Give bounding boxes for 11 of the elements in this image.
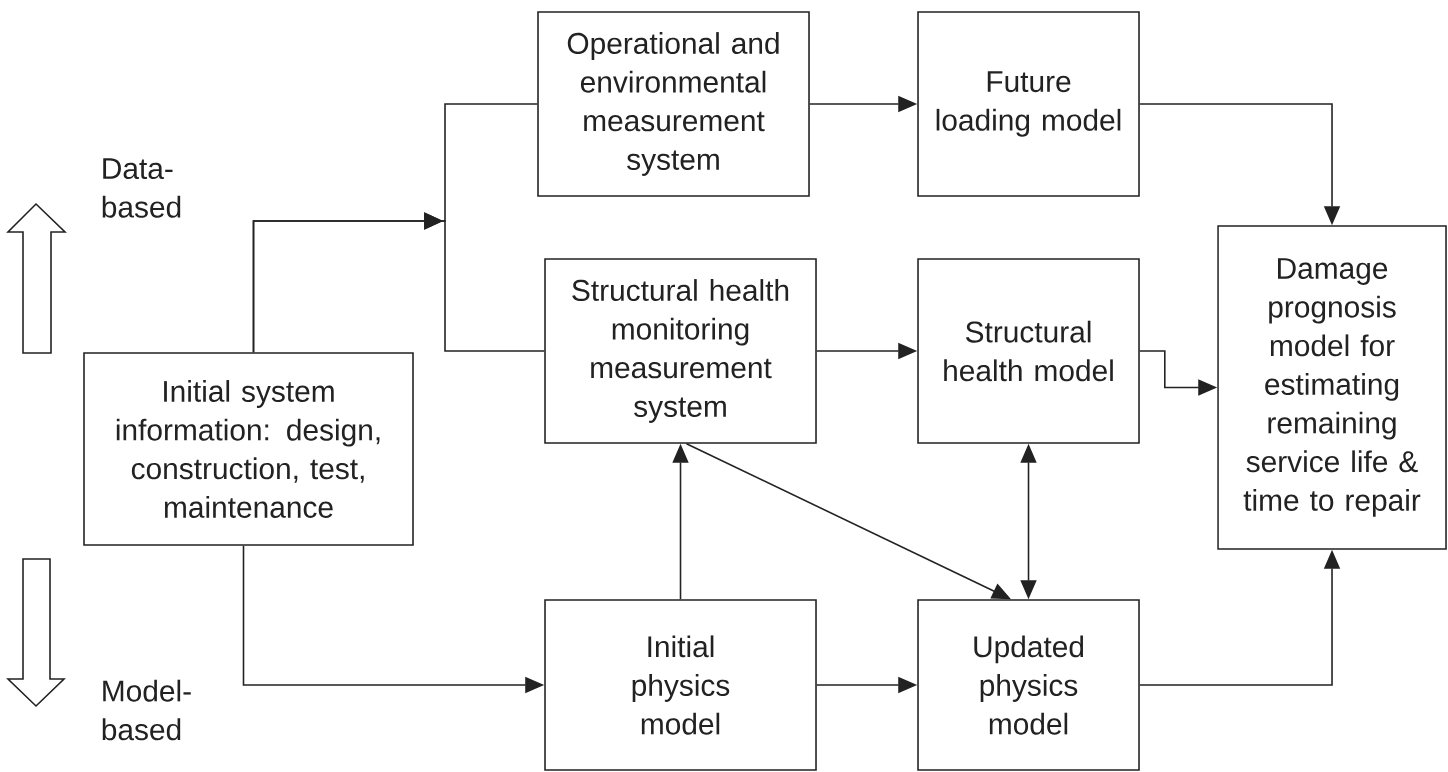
process-box: Updated physics model: [917, 599, 1140, 771]
process-box: Operational and environmental measurement system: [537, 11, 810, 197]
process-box: Damage prognosis model for estimating remaining service life & time to repair: [1217, 225, 1447, 550]
process-box: Structural health model: [917, 258, 1140, 444]
process-box: Initial physics model: [544, 599, 817, 771]
process-box: Future loading model: [917, 11, 1140, 197]
side-label: Model-based: [102, 679, 191, 741]
process-box: Structural health monitoring measurement system: [544, 258, 817, 444]
arrow: [252, 212, 545, 353]
side-label: Data-based: [102, 158, 181, 218]
process-box: Initial system information: design, construction, test, maintenance: [83, 352, 414, 546]
